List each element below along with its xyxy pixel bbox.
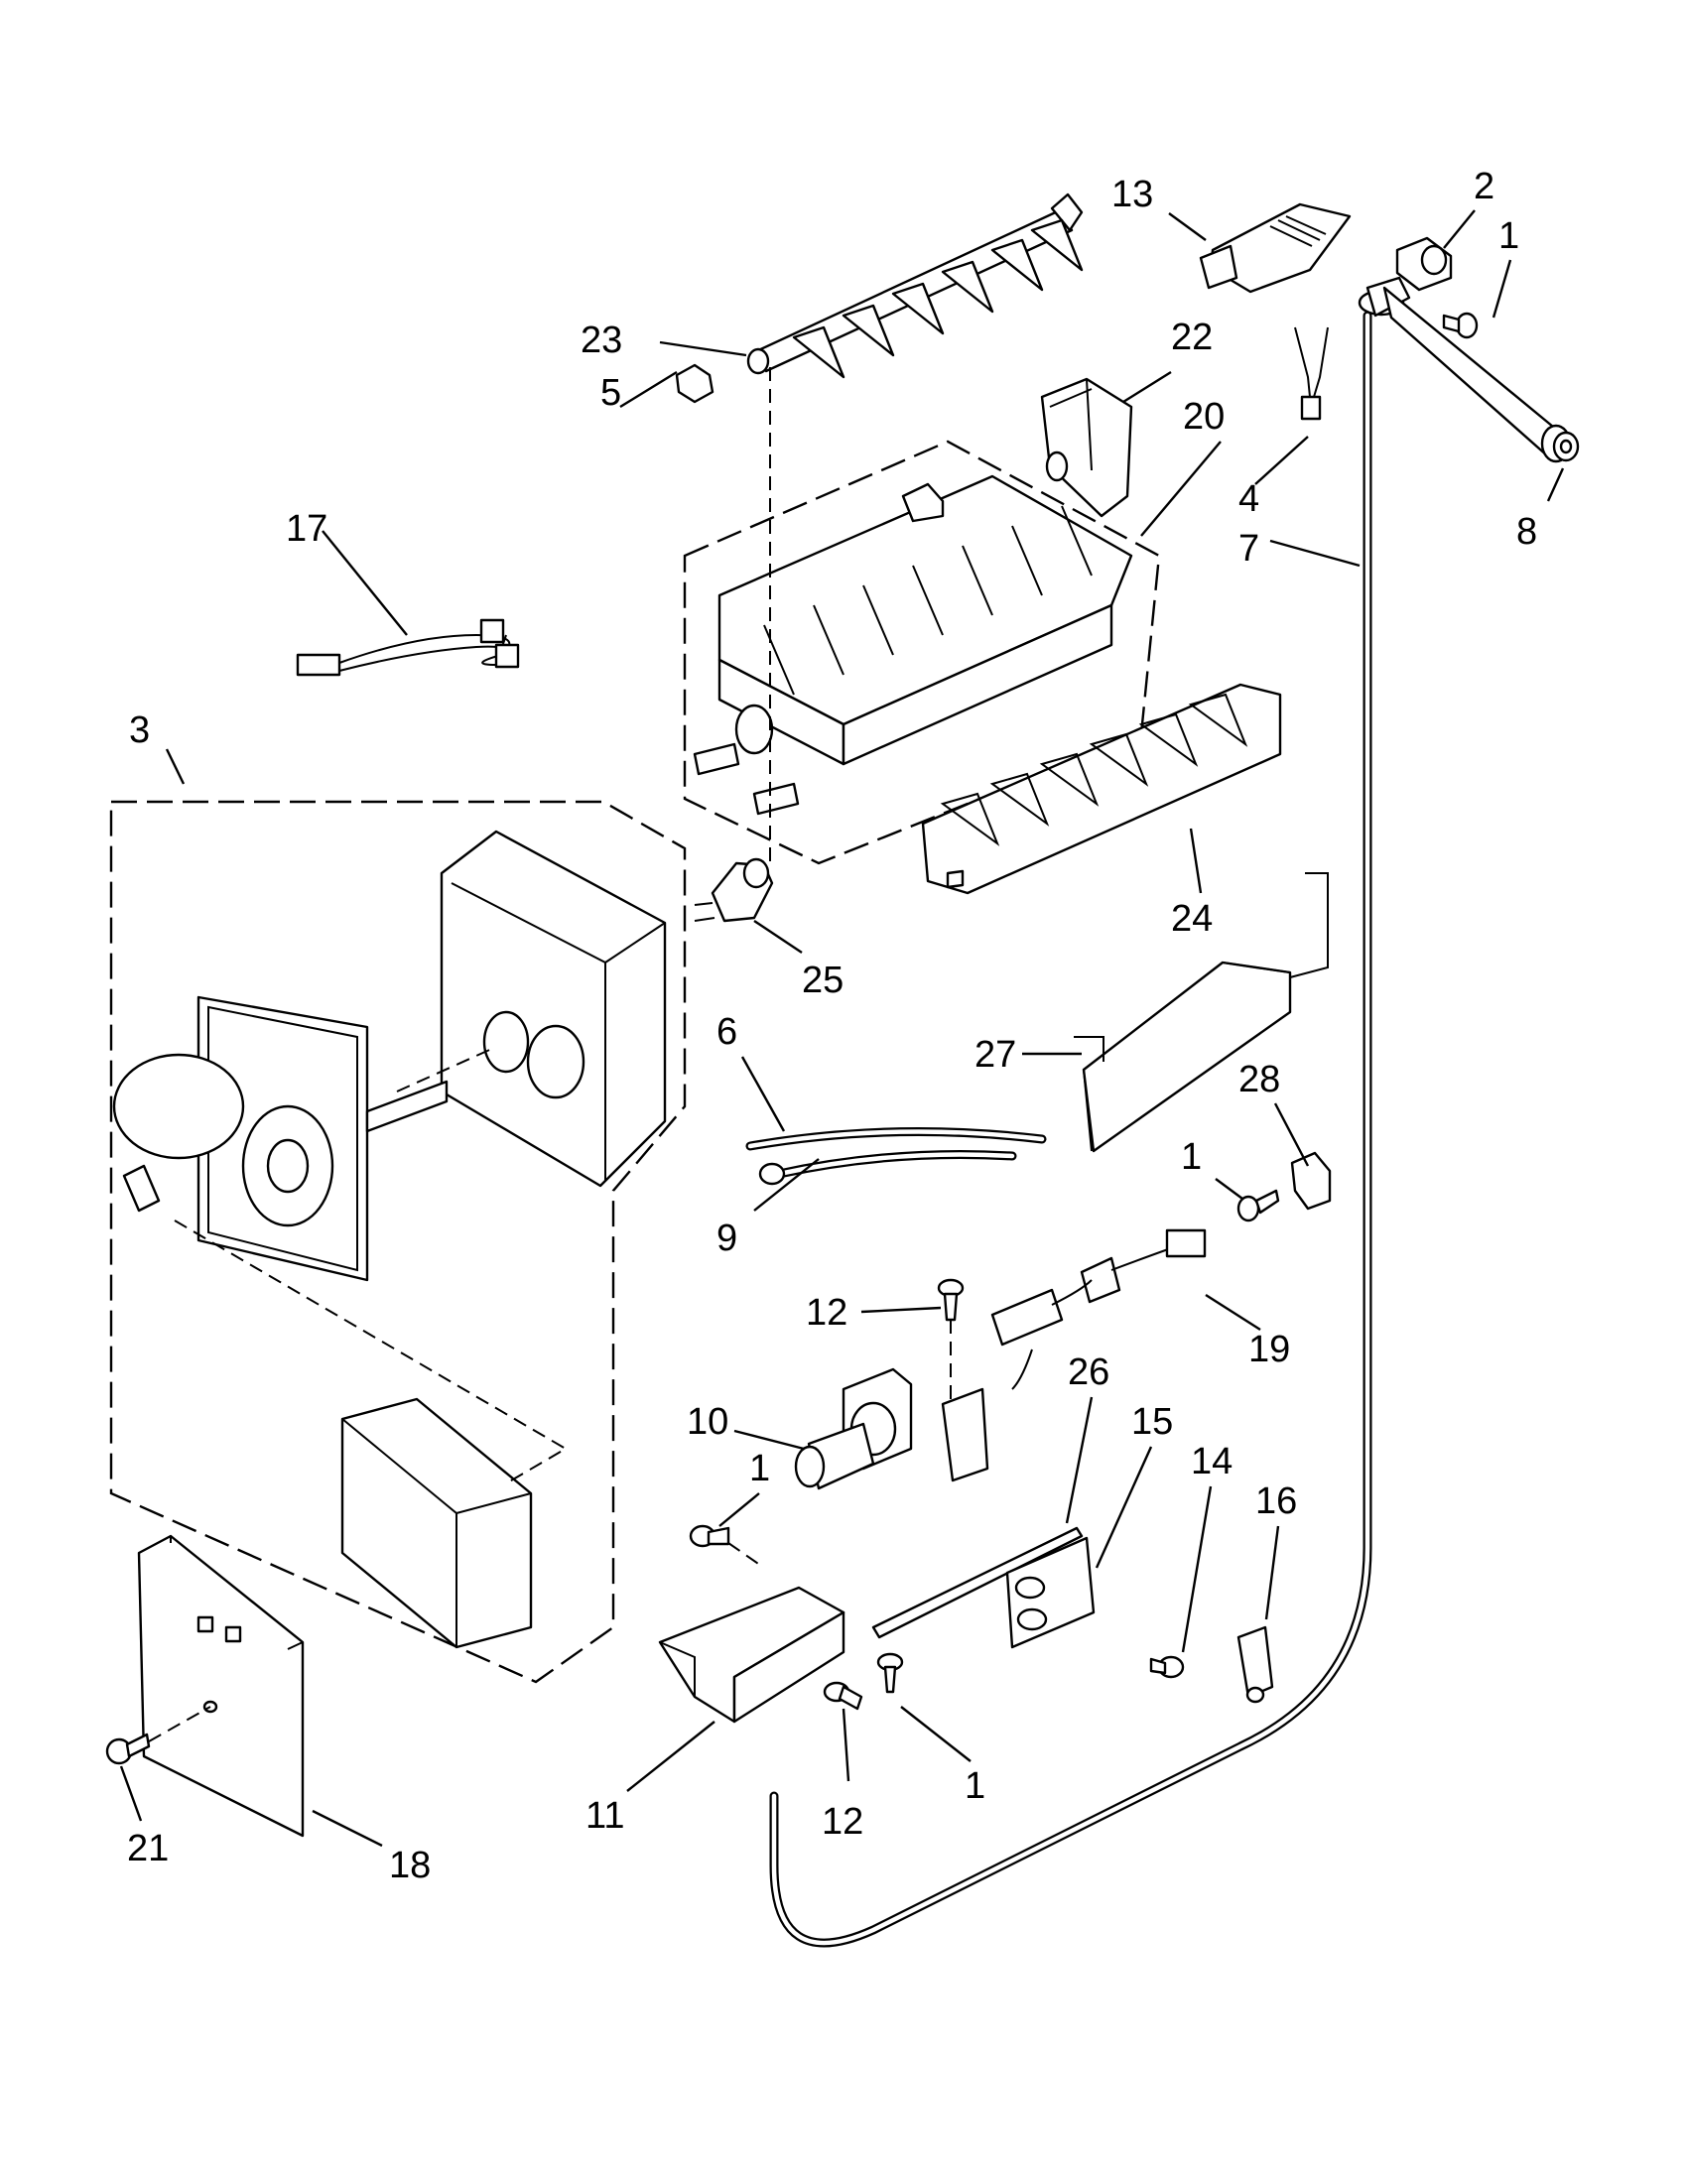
control-module-3: [109, 800, 687, 1684]
callout-22: 22: [1171, 317, 1213, 358]
callout-19: 19: [1248, 1329, 1290, 1370]
ejector-23: [746, 193, 1084, 379]
callout-18: 18: [389, 1845, 431, 1886]
water-fill-tube: [769, 311, 1372, 1948]
heater-bracket-15: [1005, 1536, 1096, 1649]
clip-28: [1290, 1151, 1332, 1211]
callout-1: 1: [1181, 1136, 1202, 1178]
callout-20: 20: [1183, 396, 1225, 438]
callout-8: 8: [1516, 511, 1537, 553]
screw-21-guide: [148, 1706, 211, 1742]
screw-1a: [1442, 312, 1479, 339]
tube-9: [758, 1150, 1017, 1186]
screw-14: [1149, 1655, 1185, 1679]
callout-9: 9: [716, 1218, 737, 1259]
wire-harness-17: [296, 618, 520, 677]
chute-22: [1040, 377, 1133, 518]
thermostat-4: [1294, 326, 1329, 421]
callout-1: 1: [1498, 215, 1519, 257]
mold-20: [683, 440, 1161, 865]
shutoff-arm-27: [1074, 872, 1329, 1153]
callout-11: 11: [585, 1795, 624, 1837]
fill-cup-bracket: [1395, 236, 1453, 292]
stripper-24: [921, 683, 1282, 895]
clip-16: [1236, 1625, 1274, 1704]
callout-5: 5: [600, 372, 621, 414]
screw-1c: [689, 1524, 730, 1548]
callout-26: 26: [1068, 1351, 1109, 1393]
callout-28: 28: [1238, 1059, 1280, 1100]
tube-washer-8: [1552, 431, 1580, 462]
bracket-11: [658, 1586, 845, 1724]
callout-labels: 2 1 13 23 22 5 20 4 8 17 7 3 24 25 6 27 …: [127, 166, 1537, 1886]
callout-17: 17: [286, 508, 327, 550]
callout-1: 1: [749, 1448, 770, 1489]
rail-26: [871, 1526, 1084, 1639]
fill-cup-assembly: [1358, 276, 1572, 463]
connector-25: [694, 857, 774, 923]
screw-1c-guide: [727, 1542, 765, 1569]
callout-6: 6: [716, 1011, 737, 1053]
callout-16: 16: [1255, 1480, 1297, 1522]
callout-27: 27: [974, 1034, 1016, 1076]
cover-13: [1199, 202, 1352, 294]
tube-6: [745, 1126, 1047, 1151]
callout-14: 14: [1191, 1441, 1233, 1482]
callout-4: 4: [1238, 478, 1259, 520]
leader-lines: [119, 209, 1565, 1848]
callout-12: 12: [822, 1801, 863, 1843]
water-valve-10: [794, 1367, 989, 1490]
module-dash-lines: [174, 1046, 568, 1484]
screw-12b: [823, 1681, 863, 1711]
callout-12: 12: [806, 1292, 847, 1334]
callout-2: 2: [1474, 166, 1494, 207]
callout-3: 3: [129, 709, 150, 751]
front-cover-18: [137, 1534, 305, 1838]
callout-1: 1: [965, 1765, 985, 1807]
screw-21: [105, 1733, 151, 1765]
callout-23: 23: [581, 320, 622, 361]
harness-19: [990, 1228, 1207, 1390]
callout-25: 25: [802, 960, 844, 1001]
callout-13: 13: [1111, 174, 1153, 215]
callout-21: 21: [127, 1828, 169, 1869]
screw-12a: [937, 1278, 965, 1322]
callout-10: 10: [687, 1401, 728, 1443]
callout-7: 7: [1238, 528, 1259, 570]
callout-15: 15: [1131, 1401, 1173, 1443]
clip-5: [675, 363, 714, 404]
screw-1b: [1236, 1189, 1280, 1222]
callout-24: 24: [1171, 898, 1213, 940]
screw-1d: [876, 1652, 904, 1694]
